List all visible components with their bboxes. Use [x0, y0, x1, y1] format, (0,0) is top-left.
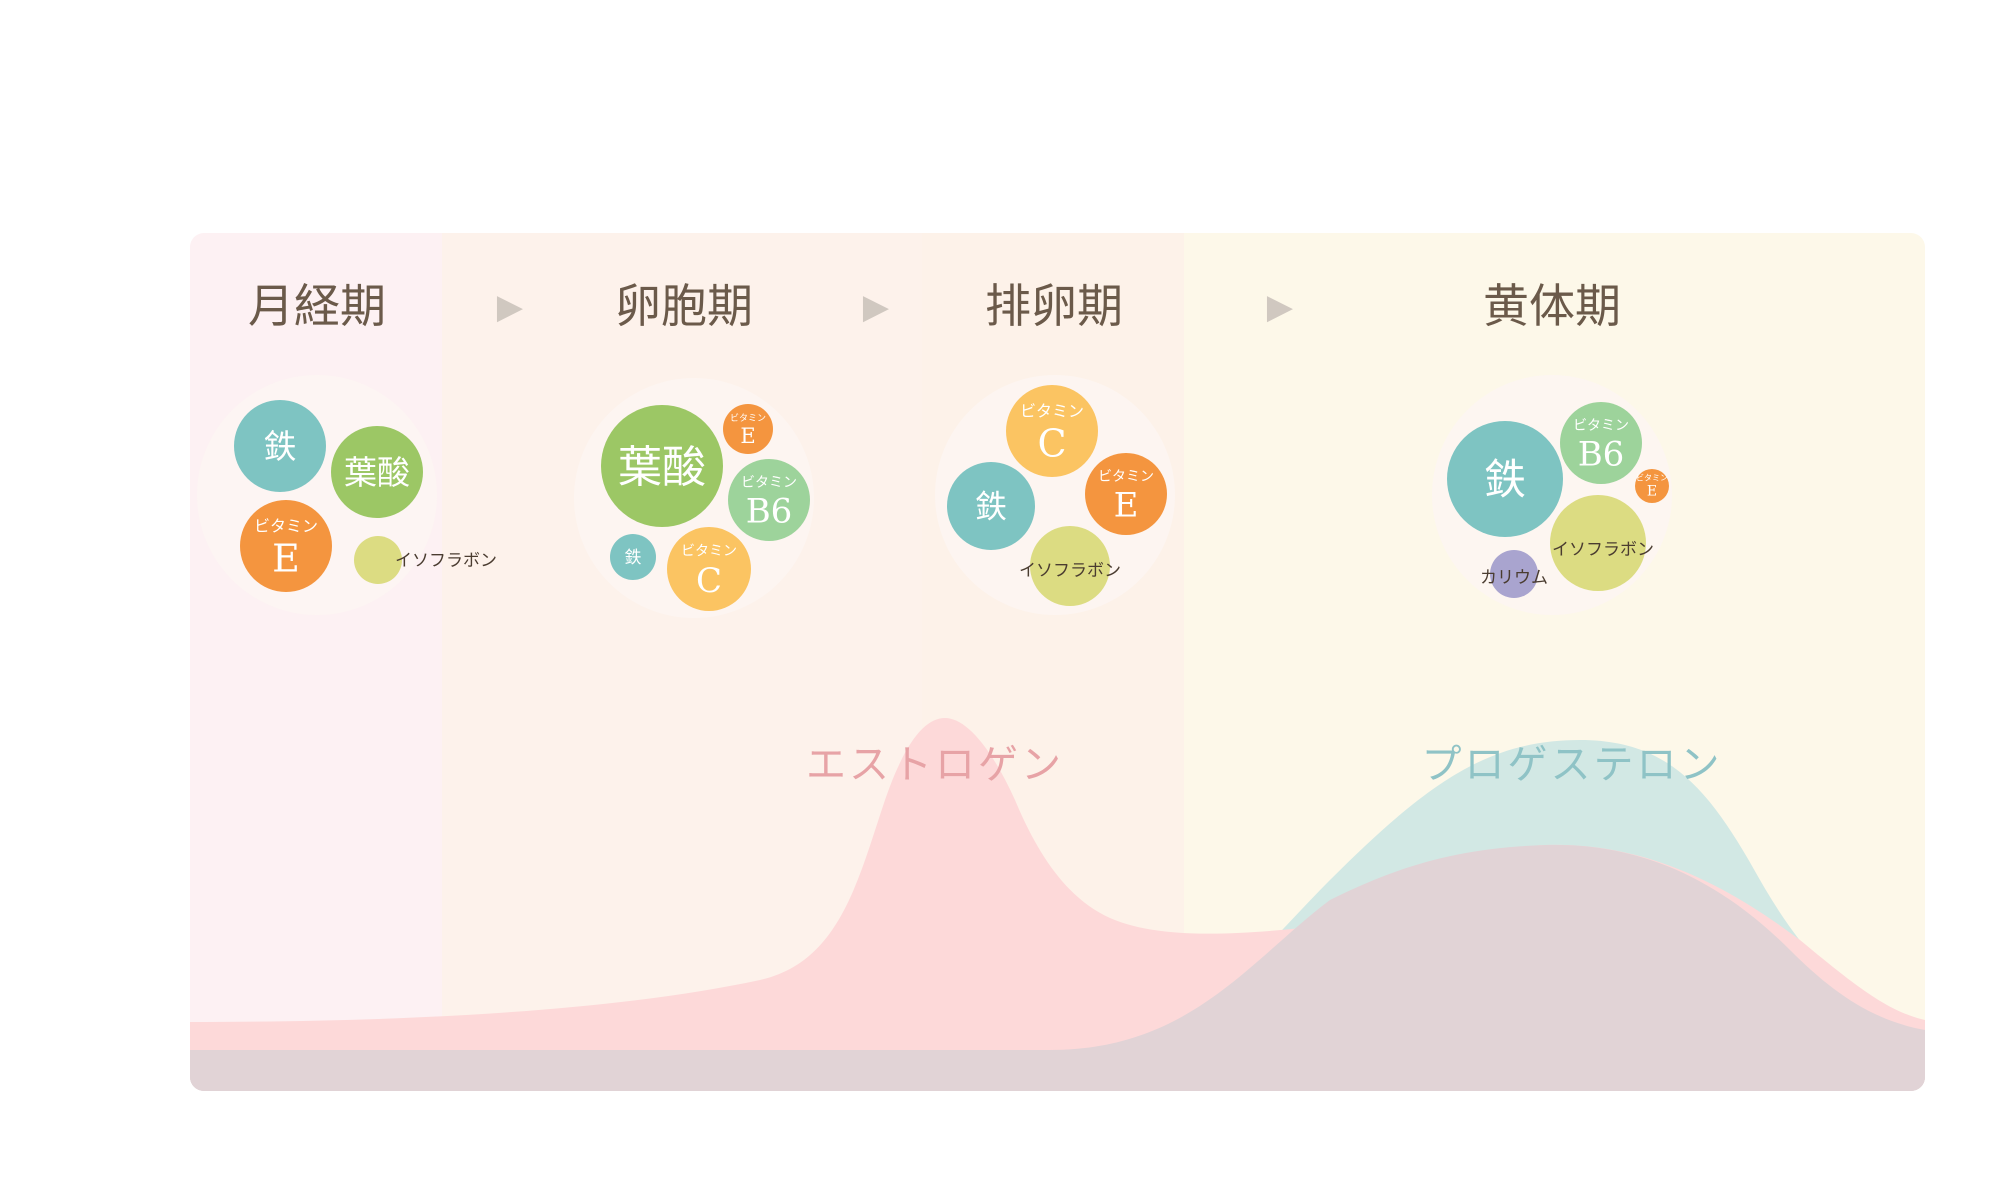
- nutrient-name: B6: [1578, 435, 1625, 475]
- nutrient-bubble: 葉酸: [331, 426, 423, 518]
- nutrient-prefix: ビタミン: [1098, 469, 1154, 485]
- nutrient-bubble: イソフラボン: [1019, 526, 1121, 606]
- nutrient-circle: [1030, 526, 1110, 606]
- nutrient-name: C: [1037, 421, 1066, 465]
- nutrient-name: C: [696, 561, 722, 601]
- nutrient-circle: [234, 400, 326, 492]
- nutrient-prefix: ビタミン: [1573, 418, 1629, 434]
- nutrient-prefix: ビタミン: [254, 516, 318, 535]
- panel: [190, 233, 1925, 1091]
- nutrient-name: 鉄: [264, 427, 297, 466]
- nutrient-circle: [667, 527, 751, 611]
- nutrient-name: 鉄: [975, 488, 1007, 526]
- nutrient-circle: [1490, 550, 1538, 598]
- nutrient-circle: [723, 404, 773, 454]
- nutrient-circle: [601, 405, 723, 527]
- nutrient-label: イソフラボン: [1019, 561, 1121, 581]
- menstrual-phase-band: [190, 233, 442, 1091]
- nutrient-circle: [1635, 469, 1669, 503]
- nutrient-name: E: [1647, 483, 1657, 499]
- nutrient-name: 鉄: [625, 548, 642, 568]
- nutrient-name: B6: [746, 492, 793, 532]
- nutrient-circle: [1085, 453, 1167, 535]
- nutrient-name: 鉄: [1484, 455, 1526, 504]
- nutrient-circle: [240, 500, 332, 592]
- nutrient-bubble: カリウム: [1480, 550, 1548, 598]
- nutrient-prefix: ビタミン: [681, 544, 737, 560]
- nutrient-bubble: 鉄: [610, 534, 656, 580]
- nutrient-circle: [728, 459, 810, 541]
- baseline-band: [190, 1050, 1925, 1091]
- nutrient-circle: [331, 426, 423, 518]
- nutrient-name: 葉酸: [618, 442, 706, 493]
- nutrient-cluster-follicular: 葉酸ビタミンEビタミンB6鉄ビタミンC: [574, 378, 814, 618]
- nutrient-bubble: イソフラボン: [354, 536, 497, 584]
- hormone-overlap: [190, 844, 1925, 1091]
- nutrient-bubble: イソフラボン: [1550, 495, 1654, 591]
- nutrient-bubble: 葉酸: [601, 405, 723, 527]
- nutrient-prefix: ビタミン: [1636, 474, 1668, 483]
- estrogen-label: エストロゲン: [806, 742, 1064, 788]
- nutrient-bubble: 鉄: [1447, 421, 1563, 537]
- nutrient-prefix: ビタミン: [730, 413, 766, 424]
- phase-arrow-icon: ▶: [863, 287, 890, 327]
- phase-title-follicular: 卵胞期: [615, 279, 753, 333]
- nutrient-circle: [1006, 385, 1098, 477]
- nutrient-name: 葉酸: [344, 453, 410, 492]
- phase-arrow-icon: ▶: [1267, 287, 1294, 327]
- nutrient-prefix: ビタミン: [1020, 401, 1084, 420]
- nutrient-bubble: 鉄: [947, 462, 1035, 550]
- phase-title-ovulation: 排卵期: [985, 279, 1123, 333]
- nutrient-name: E: [740, 424, 755, 448]
- nutrient-label: イソフラボン: [395, 551, 497, 571]
- nutrient-circle: [354, 536, 402, 584]
- phase-title-luteal: 黄体期: [1483, 279, 1621, 333]
- nutrient-name: E: [1114, 486, 1139, 526]
- nutrient-bubble: 鉄: [234, 400, 326, 492]
- nutrient-circle: [947, 462, 1035, 550]
- nutrient-circle: [1560, 402, 1642, 484]
- nutrient-name: E: [272, 536, 300, 580]
- nutrient-label: イソフラボン: [1552, 540, 1654, 560]
- nutrient-label: カリウム: [1480, 568, 1548, 588]
- nutrient-circle: [1447, 421, 1563, 537]
- nutrient-prefix: ビタミン: [741, 475, 797, 491]
- progesterone-label: プロゲステロン: [1422, 742, 1723, 788]
- nutrient-circle: [610, 534, 656, 580]
- phase-arrow-icon: ▶: [497, 287, 524, 327]
- nutrient-circle: [1550, 495, 1646, 591]
- nutrient-cluster-background: [935, 375, 1175, 615]
- phase-title-menstrual: 月経期: [248, 279, 386, 333]
